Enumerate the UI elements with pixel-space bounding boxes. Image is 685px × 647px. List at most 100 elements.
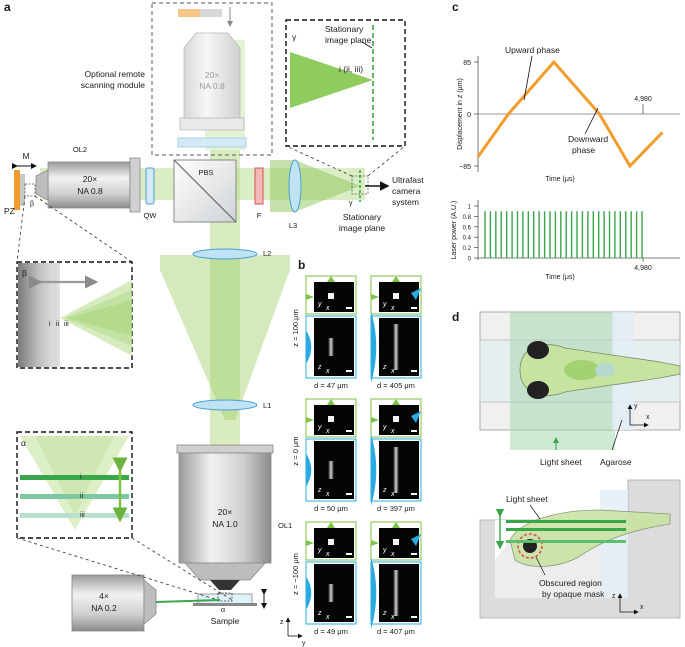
b-xy-spot [328,539,334,545]
remote-label-2: scanning module [81,80,146,90]
panel-c: c 85 0 −85 4,980 Upward phase Downward p… [451,0,680,281]
alpha-zoom-line-1 [16,537,219,601]
b-axis-x-label: x [390,368,395,375]
c-top-tick-label-85: 85 [463,60,471,67]
b-axis-x-label: x [325,368,330,375]
b-xz-scalebar [411,493,417,495]
b-xy-scalebar [411,307,417,309]
d-fish-brain [564,360,600,380]
b-axis-x-label: x [390,614,395,621]
d-side-sheet-2 [506,528,626,531]
b-xy-profile-left [371,540,379,546]
ol1-label: OL1 [278,521,292,530]
d-side-agarose [600,490,628,598]
b-xz-spot [328,461,334,479]
camera-label-1: Ultrafast [392,175,424,185]
b-axis-x-label: x [390,428,395,435]
beta-ii: ii [56,321,60,328]
b-axis-x-label: x [390,551,395,558]
qw-plate [145,167,155,205]
b-xy-scalebar [346,307,352,309]
remote-objective-base [179,117,245,131]
remote-mirror-holder [200,9,222,17]
b-xy-scalebar [411,553,417,555]
stationary-top-2: image plane [325,35,372,45]
stationary-bottom-2: image plane [339,223,386,233]
b-blue-arrow-icon [411,534,421,546]
b-axis-x-label: x [325,614,330,621]
c-upward-label: Upward phase [505,45,560,55]
b-axis-y-label: y [382,424,387,431]
obj4-body [71,574,145,632]
c-top-series-line [476,59,664,169]
gamma-zoom-line-1 [285,145,353,177]
sample-label: Sample [211,616,240,626]
d-side-sheet-1 [506,520,626,523]
stationary-top-1: Stationary [325,24,364,34]
b-xy-profile-top [392,522,400,528]
b-xy-profile-top [327,276,335,282]
alpha-sheet-ii [20,494,129,499]
obj4-nose [143,579,157,625]
b-blue-arrow-icon [411,288,421,300]
b-xy-profile-top [392,276,400,282]
alpha-box-label: α [21,438,26,448]
gamma-beam [290,52,373,108]
ol2-body [47,161,131,209]
beta-i: i [49,321,51,328]
l3-label: L3 [289,221,297,230]
ol2-na: NA 0.8 [77,186,103,196]
b-blue-arrow-icon [411,411,421,423]
d-side-sheet-3 [506,540,626,543]
b-xy-spot [393,416,399,422]
gamma-zoom-line-2 [367,145,406,177]
beta-mirror-edge [50,263,60,367]
b-d-label: d = 397 μm [377,504,415,513]
c-bot-ylabel: Laser power (A.U.) [451,201,458,260]
d-axis-x-label: x [646,414,650,421]
alpha-i: i [80,474,82,481]
b-xz-scalebar [411,616,417,618]
gamma-box-label: γ [292,32,297,42]
panel-b-letter: b [298,258,305,272]
b-xy-profile-left [306,540,314,546]
b-d-label: d = 407 μm [377,627,415,636]
d-axis-x2-label: x [640,604,644,611]
alpha-marker [217,592,233,602]
panel-c-letter: c [452,0,459,14]
pz-label: PZ [4,206,15,216]
b-axis-z-label: z [317,610,322,617]
c-bot-pulses [484,211,643,258]
b-axis-z-label: z [317,364,322,371]
b-axis-z-label: z [317,487,322,494]
b-xy-scalebar [346,553,352,555]
remote-module-box [151,2,273,156]
b-xy-profile-top [392,399,400,405]
b-xz-profile [306,453,312,487]
b-d-label: d = 49 μm [314,627,348,636]
alpha-sheet-iii [20,513,129,518]
b-z-label: z = −100 μm [291,553,300,595]
lens-l3 [288,159,302,213]
camera-label-2: camera [392,186,421,196]
beta-beam-2 [64,290,132,346]
b-xy-profile-left [371,294,379,300]
d-light-sheet-top: Light sheet [540,457,582,467]
d-fish-body [595,363,615,377]
b-axis-x-label: x [325,551,330,558]
c-bot-ticks: 10.80.60.40.20 [463,205,478,263]
ol2-mag: 20× [83,174,97,184]
excitation-sheet [155,599,221,603]
c-top-xlabel: Time (μs) [545,176,574,183]
b-xy-profile-left [306,294,314,300]
remote-obj-na: NA 0.8 [199,81,225,91]
alpha-iii: iii [80,512,85,519]
b-axis-z-label: z [382,364,387,371]
c-top-ylabel: Displacement in z (μm) [457,78,464,150]
panel-d-letter: d [452,310,459,324]
b-axis-x-label: x [325,428,330,435]
b-xz-scalebar [346,616,352,618]
camera-label-3: system [392,197,419,207]
b-xz-profile [306,330,312,364]
